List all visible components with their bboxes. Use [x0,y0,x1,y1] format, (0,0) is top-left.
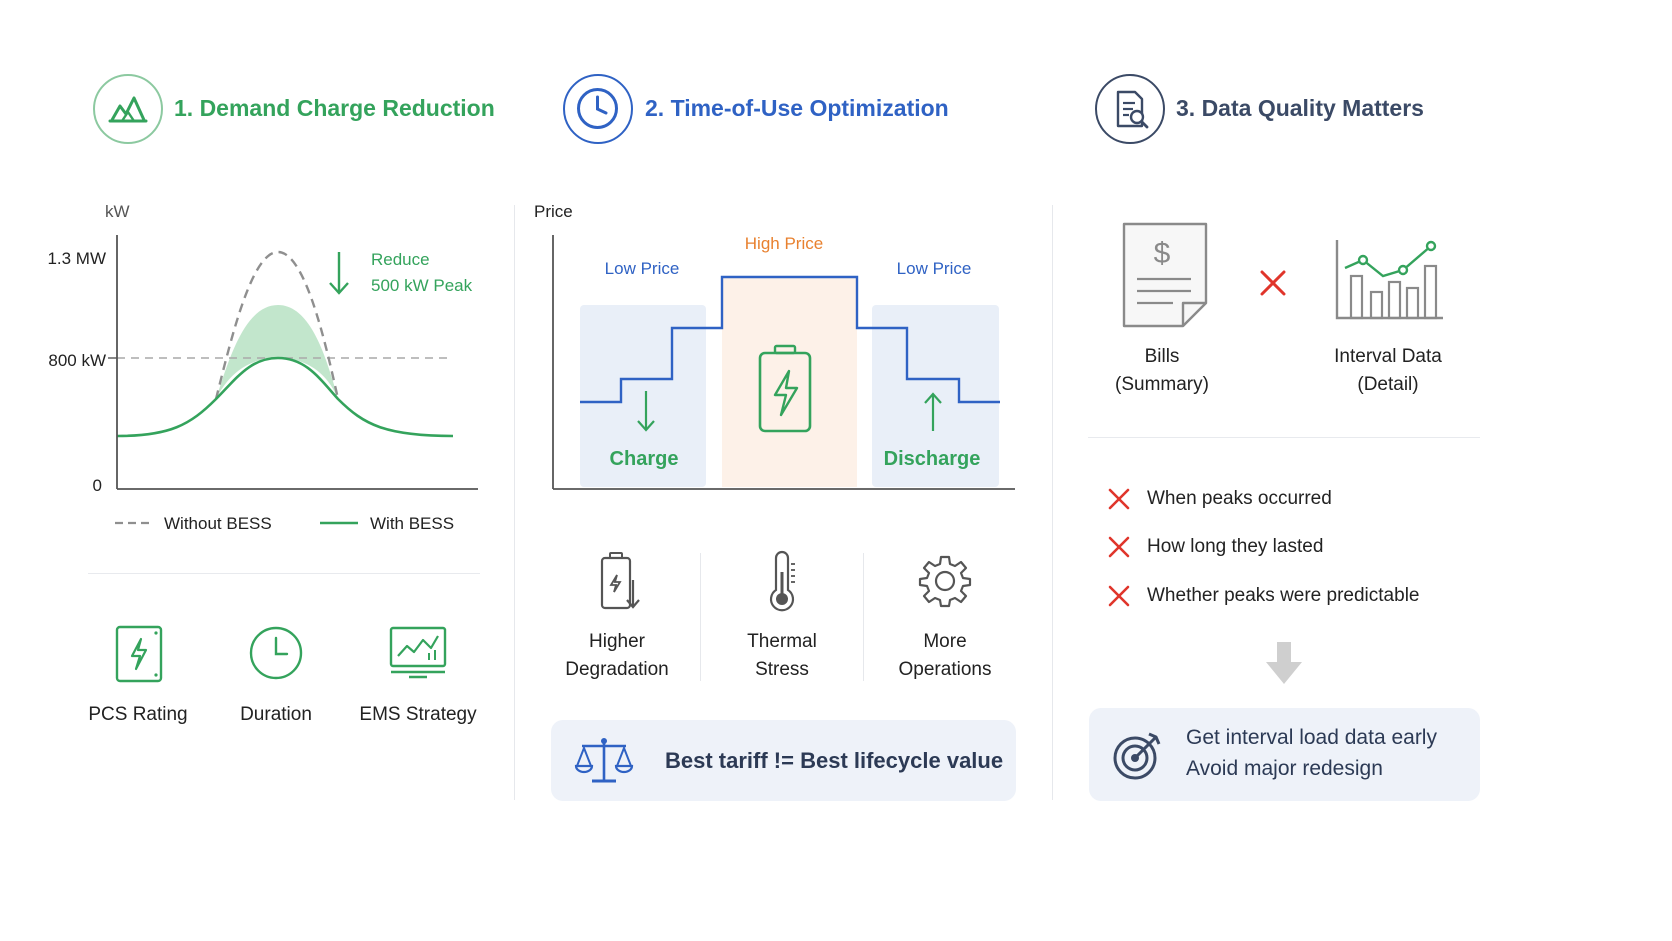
section2-title: 2. Time-of-Use Optimization [645,95,949,121]
impact-thermal-line2: Stress [755,659,809,680]
impact-degradation-line1: Higher [589,631,645,652]
impact-degradation-line2: Degradation [565,659,669,680]
low-price-right-label: Low Price [897,259,972,278]
column-divider-2 [1052,205,1053,800]
interval-data-callout: Get interval load data early Avoid major… [1089,708,1480,801]
bill-document-icon: $ [1121,221,1211,336]
legend-with-bess: With BESS [370,514,454,533]
legend-without-bess: Without BESS [164,514,272,533]
with-bess-line [116,356,454,438]
impact-divider-1 [700,553,701,681]
thermometer-icon [764,550,800,619]
impact-operations-line1: More [923,631,967,652]
battery-charging-icon [758,344,812,433]
impact-operations-line2: Operations [898,659,992,680]
clock-header-icon [563,74,633,144]
y-unit-label: kW [105,202,130,221]
charge-label: Charge [610,448,679,470]
high-price-zone [722,277,857,487]
svg-text:$: $ [1154,237,1171,270]
factor-pcs-rating: PCS Rating [88,704,188,725]
lifecycle-callout-text: Best tariff != Best lifecycle value [665,748,1004,773]
lifecycle-callout: Best tariff != Best lifecycle value [551,720,1016,801]
bills-label-line1: Bills [1144,346,1180,367]
missing-x-icon-3 [1107,584,1131,613]
missing-x-icon-1 [1107,487,1131,516]
discharge-label: Discharge [884,448,981,470]
down-arrow-icon [1264,640,1304,691]
interval-bar-chart-icon [1333,236,1447,327]
charge-zone [580,305,706,487]
section3-divider [1088,437,1480,438]
bills-label-line2: (Summary) [1115,374,1209,395]
missing-item-2: How long they lasted [1147,536,1324,557]
impact-thermal-line1: Thermal [747,631,817,652]
mountain-chart-icon [93,74,163,144]
reduce-label: Reduce [371,250,430,269]
clock-icon [247,624,305,687]
interval-label-line2: (Detail) [1357,374,1419,395]
y-tick-mid: 800 kW [48,351,106,370]
missing-x-icon-2 [1107,535,1131,564]
interval-label-line1: Interval Data [1334,346,1442,367]
vs-x-icon [1259,269,1287,302]
section1-title: 1. Demand Charge Reduction [174,95,495,121]
low-price-left-label: Low Price [605,259,680,278]
battery-down-icon [596,550,644,619]
interval-callout-line2: Avoid major redesign [1186,757,1383,780]
price-axis-label: Price [534,202,573,221]
monitor-chart-icon [387,624,449,687]
gear-icon [917,553,973,614]
target-icon [1111,728,1165,787]
section3-title: 3. Data Quality Matters [1176,95,1424,121]
battery-bolt-icon [112,623,166,690]
reduce-amount-label: 500 kW Peak [371,276,473,295]
discharge-arrow-icon [924,392,942,431]
balance-scale-icon [574,734,634,793]
interval-callout-line1: Get interval load data early [1186,726,1437,749]
missing-item-3: Whether peaks were predictable [1147,585,1420,606]
without-bess-line [214,250,340,400]
column-divider-1 [514,205,515,800]
peak-shaving-chart: kW 1.3 MW 800 kW 0 Reduce 500 kW Peak Wi… [47,202,478,533]
charge-arrow-icon [637,391,655,432]
shaved-peak-area [216,305,338,399]
impact-divider-2 [863,553,864,681]
y-tick-zero: 0 [93,476,102,495]
factor-duration: Duration [240,704,312,725]
high-price-label: High Price [745,234,823,253]
y-tick-top: 1.3 MW [47,249,106,268]
factor-ems-strategy: EMS Strategy [359,704,477,725]
price-step-line [580,275,1000,404]
document-search-icon [1095,74,1165,144]
section1-divider [88,573,480,574]
missing-item-1: When peaks occurred [1147,488,1332,509]
tou-price-chart: Price Low Price High Price Low Price Cha… [534,202,1015,490]
reduce-arrow-icon [329,252,349,295]
